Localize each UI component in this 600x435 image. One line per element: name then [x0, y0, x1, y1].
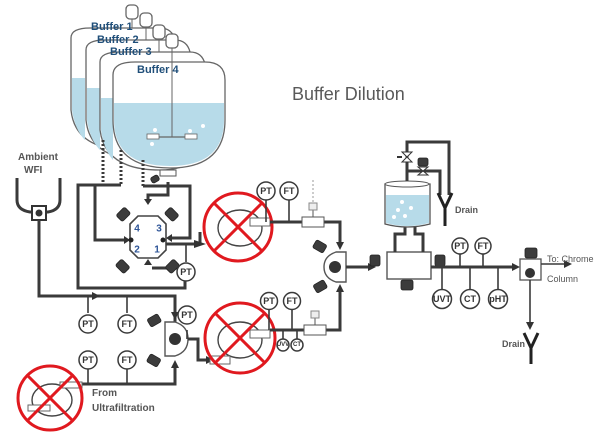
ct-outlet: CT [459, 288, 481, 310]
svg-text:FT: FT [122, 355, 133, 365]
lower-tee-valve [146, 313, 189, 367]
svg-text:CT: CT [293, 342, 301, 348]
svg-text:PT: PT [263, 296, 275, 306]
svg-text:FT: FT [122, 319, 133, 329]
drain-label-top: Drain [455, 205, 478, 215]
buffer-2-label: Buffer 2 [97, 34, 139, 46]
svg-text:FT: FT [478, 241, 489, 251]
svg-text:PT: PT [82, 319, 94, 329]
drain-1: Drain [436, 192, 478, 226]
pt-outlet: PT [451, 237, 469, 255]
svg-text:UVV: UVV [277, 342, 289, 348]
ft-uf-line: FT [117, 350, 137, 370]
port-3: 3 [156, 224, 162, 235]
svg-text:FT: FT [284, 186, 295, 196]
buffer-4-label: Buffer 4 [137, 64, 179, 76]
ft-wfi-line: FT [117, 314, 137, 334]
pump-1-cross-circle [202, 191, 274, 263]
uvv-pump-2: UVV [276, 338, 290, 352]
port-4: 4 [134, 224, 140, 235]
drain-2: Drain [502, 332, 540, 364]
port-1: 1 [154, 245, 160, 256]
buffer-3-label: Buffer 3 [110, 46, 152, 58]
drain-label-bottom: Drain [502, 339, 525, 349]
vent-valve [397, 151, 414, 163]
buffer-tank-4: Buffer 4 [112, 33, 226, 169]
svg-text:FT: FT [287, 296, 298, 306]
ambient-wfi-label-2: WFI [24, 165, 43, 176]
svg-text:UVT: UVT [433, 294, 452, 304]
pt-pump-2: PT [259, 291, 279, 311]
ct-pump-2: CT [290, 338, 304, 352]
tank-outlet-valve [150, 169, 177, 184]
pt-wfi-line: PT [78, 314, 98, 334]
surge-vessel [384, 180, 431, 228]
pump-2-disabled [203, 301, 277, 375]
pt-pump-1: PT [256, 181, 276, 201]
from-uf-label-2: Ultrafiltration [92, 403, 155, 414]
diagram-title: Buffer Dilution [292, 84, 405, 104]
control-valve-1 [301, 180, 325, 228]
to-chrome-label-1: To: Chrome [547, 254, 594, 264]
wfi-feed-line [37, 220, 177, 322]
uvt-outlet: UVT [431, 288, 453, 310]
ft-pump-2: FT [282, 291, 302, 311]
to-chrome-label-2: Column [547, 274, 578, 284]
pt-uf-line: PT [78, 350, 98, 370]
ambient-wfi-label-1: Ambient [18, 152, 59, 163]
svg-text:PT: PT [180, 267, 192, 277]
control-valve-2 [303, 310, 327, 336]
from-uf-label-1: From [92, 388, 117, 399]
svg-text:CT: CT [464, 294, 476, 304]
port-2: 2 [134, 245, 140, 256]
selection-valve: 4 3 2 1 [115, 207, 180, 274]
pt-lower-tee: PT [177, 305, 197, 325]
buffer-1-label: Buffer 1 [91, 21, 133, 33]
divert-valve [519, 247, 542, 281]
svg-text:pHT: pHT [489, 294, 507, 304]
pump-1-disabled [194, 191, 274, 263]
pt-selection-valve: PT [176, 262, 196, 282]
ft-outlet: FT [474, 237, 492, 255]
pht-outlet: pHT [487, 288, 509, 310]
svg-text:PT: PT [260, 186, 272, 196]
svg-text:PT: PT [82, 355, 94, 365]
mix-tee-valve [312, 239, 347, 293]
svg-text:PT: PT [454, 241, 466, 251]
mixer-block [369, 251, 446, 291]
ft-pump-1: FT [279, 181, 299, 201]
svg-text:PT: PT [181, 310, 193, 320]
uf-pump-disabled [16, 364, 84, 432]
drain-valve-top [416, 157, 430, 176]
